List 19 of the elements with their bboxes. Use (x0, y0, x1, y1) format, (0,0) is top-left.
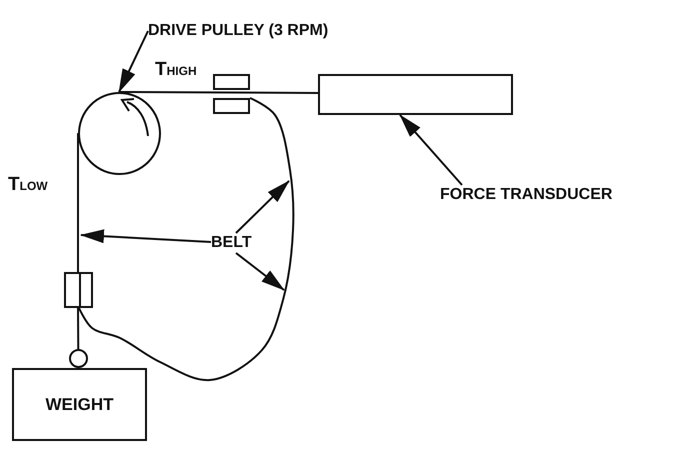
leader-arrow (80, 229, 212, 244)
callout-text: DRIVE PULLEY (3 RPM) (148, 21, 328, 41)
belt-loop (78, 97, 294, 381)
belt-strand (77, 133, 79, 272)
force-transducer-box (318, 74, 513, 115)
leader-arrow (399, 114, 463, 186)
leader-arrow (235, 180, 290, 234)
leader-arrow (118, 30, 149, 93)
hook-ring (69, 349, 88, 368)
clamp (213, 74, 250, 90)
clamp (213, 98, 250, 114)
leader-arrow (235, 252, 285, 291)
callout-text: BELT (211, 233, 252, 253)
weight-box: WEIGHT (12, 368, 147, 441)
callout-text: FORCE TRANSDUCER (440, 185, 612, 205)
clamp (64, 272, 93, 308)
belt-strand (77, 308, 80, 350)
belt-strand (119, 91, 318, 94)
drive-pulley (78, 92, 161, 175)
